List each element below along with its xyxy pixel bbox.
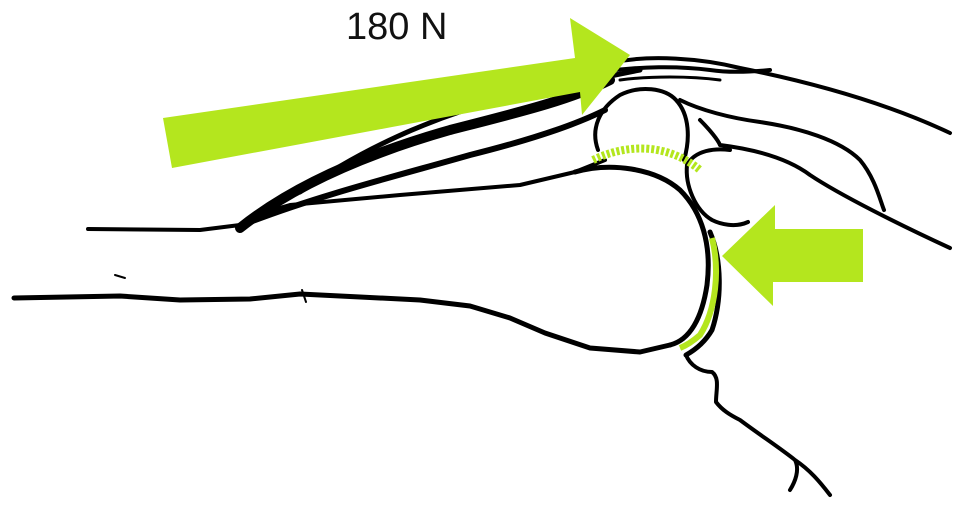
tendon-fiber xyxy=(620,77,720,80)
joint-reaction-arrow xyxy=(722,205,863,306)
acromion-lower-edge xyxy=(680,100,884,210)
acromion-process xyxy=(615,58,950,133)
humerus-shaft-lower-edge xyxy=(14,294,670,352)
humeral-head xyxy=(575,167,708,345)
muscle-force-label: 180 N xyxy=(346,8,447,46)
scapula-body xyxy=(686,355,830,495)
shaft-mark xyxy=(115,275,125,278)
